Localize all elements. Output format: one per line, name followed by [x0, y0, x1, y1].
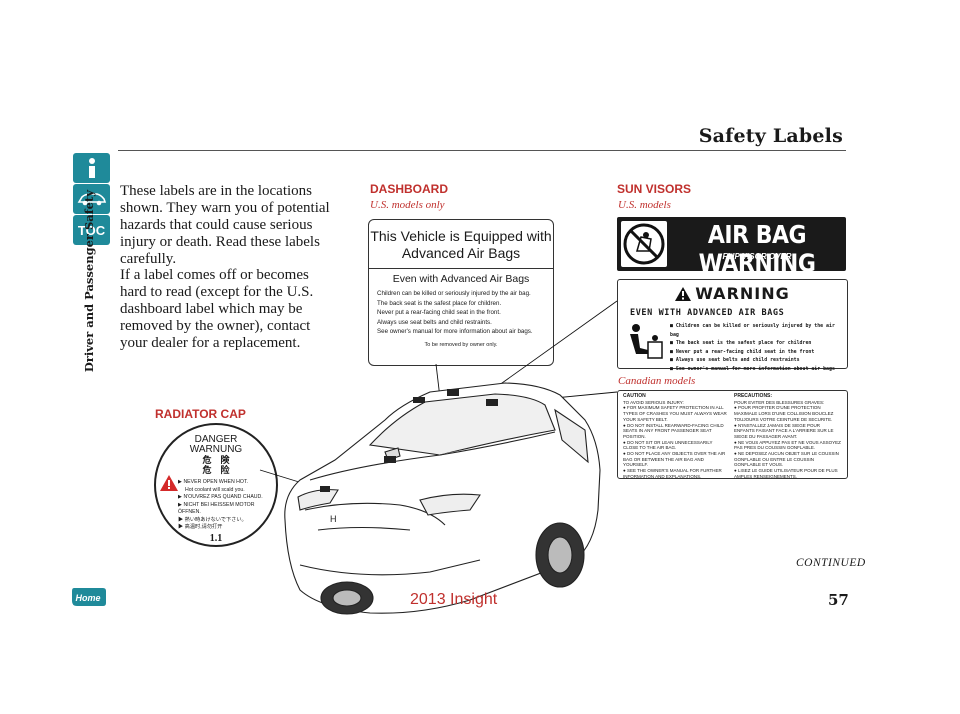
sunvisor-marker — [486, 399, 498, 406]
sunvisor-heading: SUN VISORS — [617, 182, 692, 196]
info-button[interactable] — [73, 153, 110, 183]
dashboard-label-lines: Children can be killed or seriously inju… — [377, 289, 553, 337]
caution-line: ● FOR MAXIMUM SAFETY PROTECTION IN ALL T… — [623, 405, 727, 422]
page-number: 57 — [828, 591, 849, 609]
precautions-line: POUR EVITER DES BLESSURES GRAVES: — [734, 399, 825, 405]
precautions-line: ● POUR PROFITER D'UNE PROTECTION MAXIMAL… — [734, 405, 834, 422]
info-icon — [88, 158, 95, 178]
continued-label: CONTINUED — [796, 557, 866, 569]
radiator-cjk-2: 危 险 — [202, 465, 230, 475]
warning-bullet: ■ The back seat is the safest place for … — [670, 340, 812, 346]
caution-title: CAUTION — [623, 393, 646, 399]
car-icon — [77, 193, 106, 206]
warning-bullet: ■ Never put a rear-facing child seat in … — [670, 348, 815, 355]
radiator-line: ▶ NEVER OPEN WHEN HOT. — [178, 479, 248, 485]
dashboard-footnote: To be removed by owner only. — [424, 341, 498, 348]
dashboard-line: See owner's manual for more information … — [377, 328, 533, 335]
header-rule — [118, 150, 846, 151]
radiator-rating: 1.1 — [209, 532, 223, 544]
caution-line: ● DO NOT SIT OR LEAN UNNECESSARILY CLOSE… — [623, 439, 713, 451]
intro-paragraph-2: If a label comes off or becomes hard to … — [120, 267, 314, 351]
radiator-marker — [320, 486, 330, 492]
precautions-line: ● NE VOUS APPUYEZ PAS ET NE VOUS ASSOYEZ… — [734, 439, 841, 451]
home-icon: Home — [72, 588, 106, 606]
flip-visor-text: FLIP VISOR OVER — [722, 252, 792, 261]
vehicle-button[interactable] — [73, 184, 110, 214]
dashboard-subheading: U.S. models only — [370, 199, 445, 211]
precautions-line: ● N'INSTALLEZ JAMAIS DE SIEGE POUR ENFAN… — [734, 422, 834, 439]
airbag-warning-title: AIR BAG WARNING — [698, 221, 816, 279]
radiator-line: ▶ NICHT BEI HEISSEM MOTOR ÖFFNEN. — [178, 501, 255, 516]
airbag-warning-banner: AIR BAG WARNING FLIP VISOR OVER — [617, 217, 846, 279]
radiator-line: ▶ 熱い時あけないで下さい。 — [178, 516, 247, 523]
dashboard-line: Never put a rear-facing child seat in th… — [377, 309, 501, 316]
sunvisor-us-subheading: U.S. models — [618, 199, 671, 211]
precautions-line: ● NE DEPOSEZ AUCUN OBJET SUR LE COUSSIN … — [734, 451, 839, 468]
precautions-column: PRECAUTIONS: POUR EVITER DES BLESSURES G… — [734, 393, 842, 480]
caution-line: ● SEE THE OWNER'S MANUAL FOR FURTHER INF… — [623, 468, 722, 479]
radiator-line: ▶ 高温时,请勿打开 — [178, 524, 223, 530]
caution-line: ● DO NOT PLACE ANY OBJECTS OVER THE AIR … — [623, 451, 726, 468]
warning-bullets: ■ Children can be killed or seriously in… — [670, 322, 846, 373]
radiator-heading: RADIATOR CAP — [155, 407, 246, 421]
home-button[interactable]: Home — [70, 587, 107, 607]
radiator-cap-label: DANGER WARNUNG 危 険 危 险 ▶ NEVER OPEN WHEN… — [154, 423, 278, 547]
caution-column: CAUTION TO AVOID SERIOUS INJURY: ● FOR M… — [623, 393, 727, 480]
svg-text:Home: Home — [75, 593, 100, 603]
intro-paragraph-1: These labels are in the locations shown.… — [120, 183, 330, 267]
radiator-danger: DANGER — [194, 434, 238, 445]
toc-button[interactable]: TOC — [73, 215, 110, 245]
no-rear-seat-icon — [621, 221, 667, 267]
dashboard-label-title: This Vehicle is Equipped with Advanced A… — [369, 228, 553, 262]
caution-line: TO AVOID SERIOUS INJURY: — [623, 399, 684, 405]
warning-word: WARNING — [695, 284, 790, 303]
radiator-warning-icon — [160, 475, 178, 496]
warning-bullet: ■ Always use seat belts and child restra… — [670, 357, 800, 363]
dashboard-line: Always use seat belts and child restrain… — [377, 318, 492, 326]
precautions-line: ● LISEZ LE GUIDE UTILISATEUR POUR DE PLU… — [734, 468, 838, 479]
sunvisor-ca-subheading: Canadian models — [618, 375, 696, 387]
radiator-lines: ▶ NEVER OPEN WHEN HOT. Hot coolant will … — [178, 479, 276, 532]
dashboard-line: Children can be killed or seriously inju… — [377, 290, 531, 297]
dashboard-title-line2: Advanced Air Bags — [401, 245, 521, 261]
seated-occupants-icon — [622, 320, 668, 364]
radiator-line: ▶ N'OUVREZ PAS QUAND CHAUD. — [178, 494, 263, 500]
dashboard-line: The back seat is the safest place for ch… — [377, 299, 502, 307]
page-title: Safety Labels — [698, 125, 843, 147]
radiator-line: Hot coolant will scald you. — [185, 486, 245, 493]
svg-text:H: H — [330, 514, 337, 524]
warning-title-row: WARNING — [618, 284, 847, 303]
radiator-warnung: WARNUNG — [189, 444, 243, 455]
warning-bullet: ■ See owner's manual for more informatio… — [670, 365, 835, 372]
warning-subtitle: EVEN WITH ADVANCED AIR BAGS — [630, 308, 785, 318]
warning-triangle-icon — [675, 286, 692, 301]
canadian-label: CAUTION TO AVOID SERIOUS INJURY: ● FOR M… — [617, 390, 848, 479]
dashboard-label: This Vehicle is Equipped with Advanced A… — [368, 219, 554, 366]
precautions-title: PRECAUTIONS: — [734, 393, 773, 399]
dashboard-heading: DASHBOARD — [370, 182, 448, 196]
dashboard-marker — [447, 389, 459, 396]
model-year-label: 2013 Insight — [410, 591, 498, 608]
dashboard-label-subtitle: Even with Advanced Air Bags — [392, 273, 530, 285]
dashboard-title-line1: This Vehicle is Equipped with — [370, 228, 552, 244]
sunvisor-warning-label: WARNING EVEN WITH ADVANCED AIR BAGS ■ Ch… — [617, 279, 848, 372]
warning-bullet: ■ Children can be killed or seriously in… — [670, 323, 835, 338]
radiator-cjk-1: 危 険 — [202, 455, 230, 465]
caution-line: ● DO NOT INSTALL REARWARD-FACING CHILD S… — [623, 422, 724, 439]
